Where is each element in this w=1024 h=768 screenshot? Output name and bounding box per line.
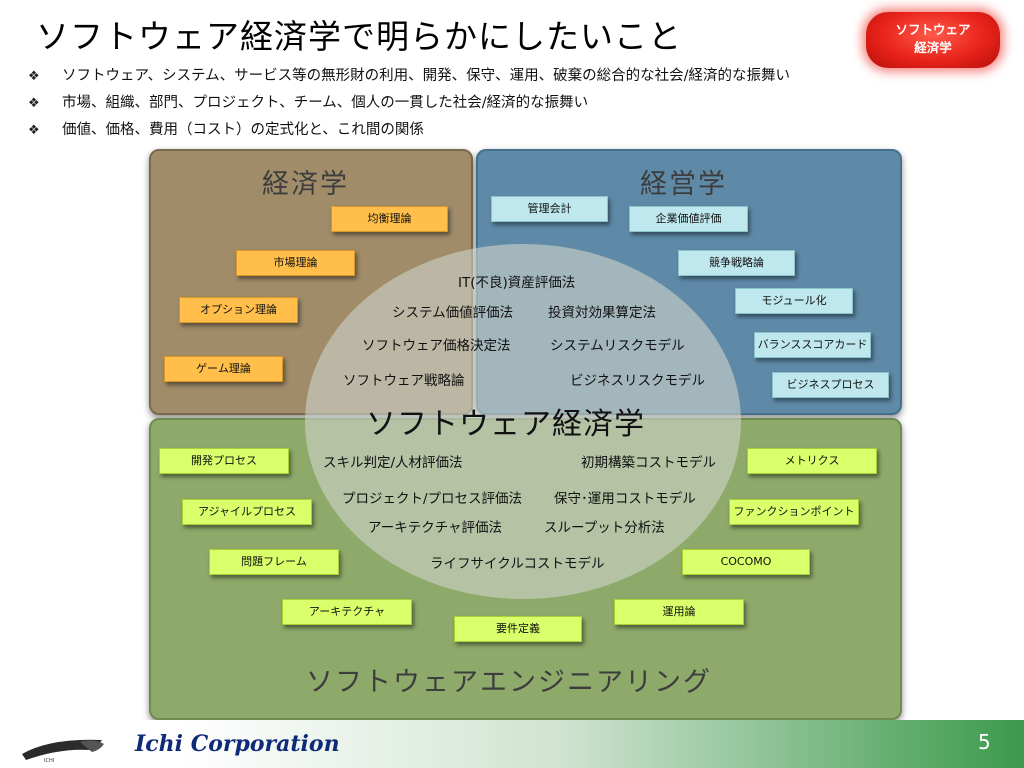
- economics-title: 経済学: [262, 169, 349, 200]
- tag-game-theory: ゲーム理論: [164, 356, 283, 382]
- company-name: Ichi Corporation: [135, 731, 340, 757]
- page-number: 5: [978, 730, 991, 754]
- ellipse-item-business-risk: ビジネスリスクモデル: [570, 373, 705, 389]
- ellipse-item-system-risk: システムリスクモデル: [550, 338, 685, 354]
- tag-management-accounting: 管理会計: [491, 196, 608, 222]
- ellipse-item-it-asset-valuation: IT(不良)資産評価法: [458, 275, 576, 291]
- tag-business-process: ビジネスプロセス: [772, 372, 889, 398]
- badge-line-1: ソフトウェア: [895, 22, 971, 37]
- tag-equilibrium-theory: 均衡理論: [331, 206, 448, 232]
- bullet-diamond-icon: ❖: [28, 96, 40, 111]
- company-logo-icon: ICHI: [22, 739, 104, 764]
- ellipse-item-maintenance-cost: 保守･運用コストモデル: [554, 491, 696, 507]
- tag-requirements-definition: 要件定義: [454, 616, 582, 642]
- tag-option-theory: オプション理論: [179, 297, 298, 323]
- bullet-text: 価値、価格、費用（コスト）の定式化と、これ間の関係: [62, 122, 424, 138]
- bullet-item: ❖ 市場、組織、部門、プロジェクト、チーム、個人の一貫した社会/経済的な振舞い: [28, 91, 790, 118]
- ellipse-item-architecture-evaluation: アーキテクチャ評価法: [368, 520, 503, 536]
- tag-corporate-valuation: 企業価値評価: [629, 206, 748, 232]
- bullet-diamond-icon: ❖: [28, 69, 40, 84]
- ellipse-item-system-value: システム価値評価法: [392, 305, 514, 321]
- ellipse-title: ソフトウェア経済学: [366, 407, 645, 442]
- slide-title: ソフトウェア経済学で明らかにしたいこと: [36, 17, 682, 56]
- tag-competitive-strategy: 競争戦略論: [678, 250, 795, 276]
- bullet-text: ソフトウェア、システム、サービス等の無形財の利用、開発、保守、運用、破棄の総合的…: [62, 68, 790, 84]
- tag-balanced-scorecard: バランススコアカード: [754, 332, 871, 358]
- tag-cocomo: COCOMO: [682, 549, 810, 575]
- footer-bar: [0, 720, 1024, 768]
- software-economics-ellipse: [305, 244, 741, 599]
- ellipse-item-lifecycle-cost: ライフサイクルコストモデル: [430, 556, 605, 572]
- tag-function-point: ファンクションポイント: [729, 499, 859, 525]
- bullet-item: ❖ 価値、価格、費用（コスト）の定式化と、これ間の関係: [28, 118, 790, 145]
- bullet-list: ❖ ソフトウェア、システム、サービス等の無形財の利用、開発、保守、運用、破棄の総合…: [28, 64, 790, 145]
- tag-agile-process: アジャイルプロセス: [182, 499, 312, 525]
- ellipse-item-initial-build-cost: 初期構築コストモデル: [581, 455, 716, 471]
- ellipse-item-software-strategy: ソフトウェア戦略論: [343, 373, 465, 389]
- badge-line-2: 経済学: [914, 40, 952, 55]
- ellipse-item-project-evaluation: プロジェクト/プロセス評価法: [342, 491, 523, 507]
- bullet-item: ❖ ソフトウェア、システム、サービス等の無形財の利用、開発、保守、運用、破棄の総合…: [28, 64, 790, 91]
- tag-modularization: モジュール化: [735, 288, 853, 314]
- topic-badge: ソフトウェア 経済学: [866, 12, 1000, 68]
- tag-market-theory: 市場理論: [236, 250, 355, 276]
- ellipse-item-software-pricing: ソフトウェア価格決定法: [362, 338, 511, 354]
- tag-architecture: アーキテクチャ: [282, 599, 412, 625]
- bullet-text: 市場、組織、部門、プロジェクト、チーム、個人の一貫した社会/経済的な振舞い: [62, 95, 589, 111]
- tag-development-process: 開発プロセス: [159, 448, 289, 474]
- tag-metrics: メトリクス: [747, 448, 877, 474]
- ellipse-item-skill-assessment: スキル判定/人材評価法: [323, 455, 463, 471]
- bullet-diamond-icon: ❖: [28, 123, 40, 138]
- ellipse-item-throughput-analysis: スループット分析法: [544, 520, 665, 536]
- tag-problem-frames: 問題フレーム: [209, 549, 339, 575]
- tag-operations-theory: 運用論: [614, 599, 744, 625]
- ellipse-item-roi: 投資対効果算定法: [548, 305, 656, 321]
- management-title: 経営学: [640, 169, 727, 200]
- engineering-title: ソフトウェアエンジニアリング: [306, 667, 712, 698]
- logo-label: ICHI: [44, 758, 54, 764]
